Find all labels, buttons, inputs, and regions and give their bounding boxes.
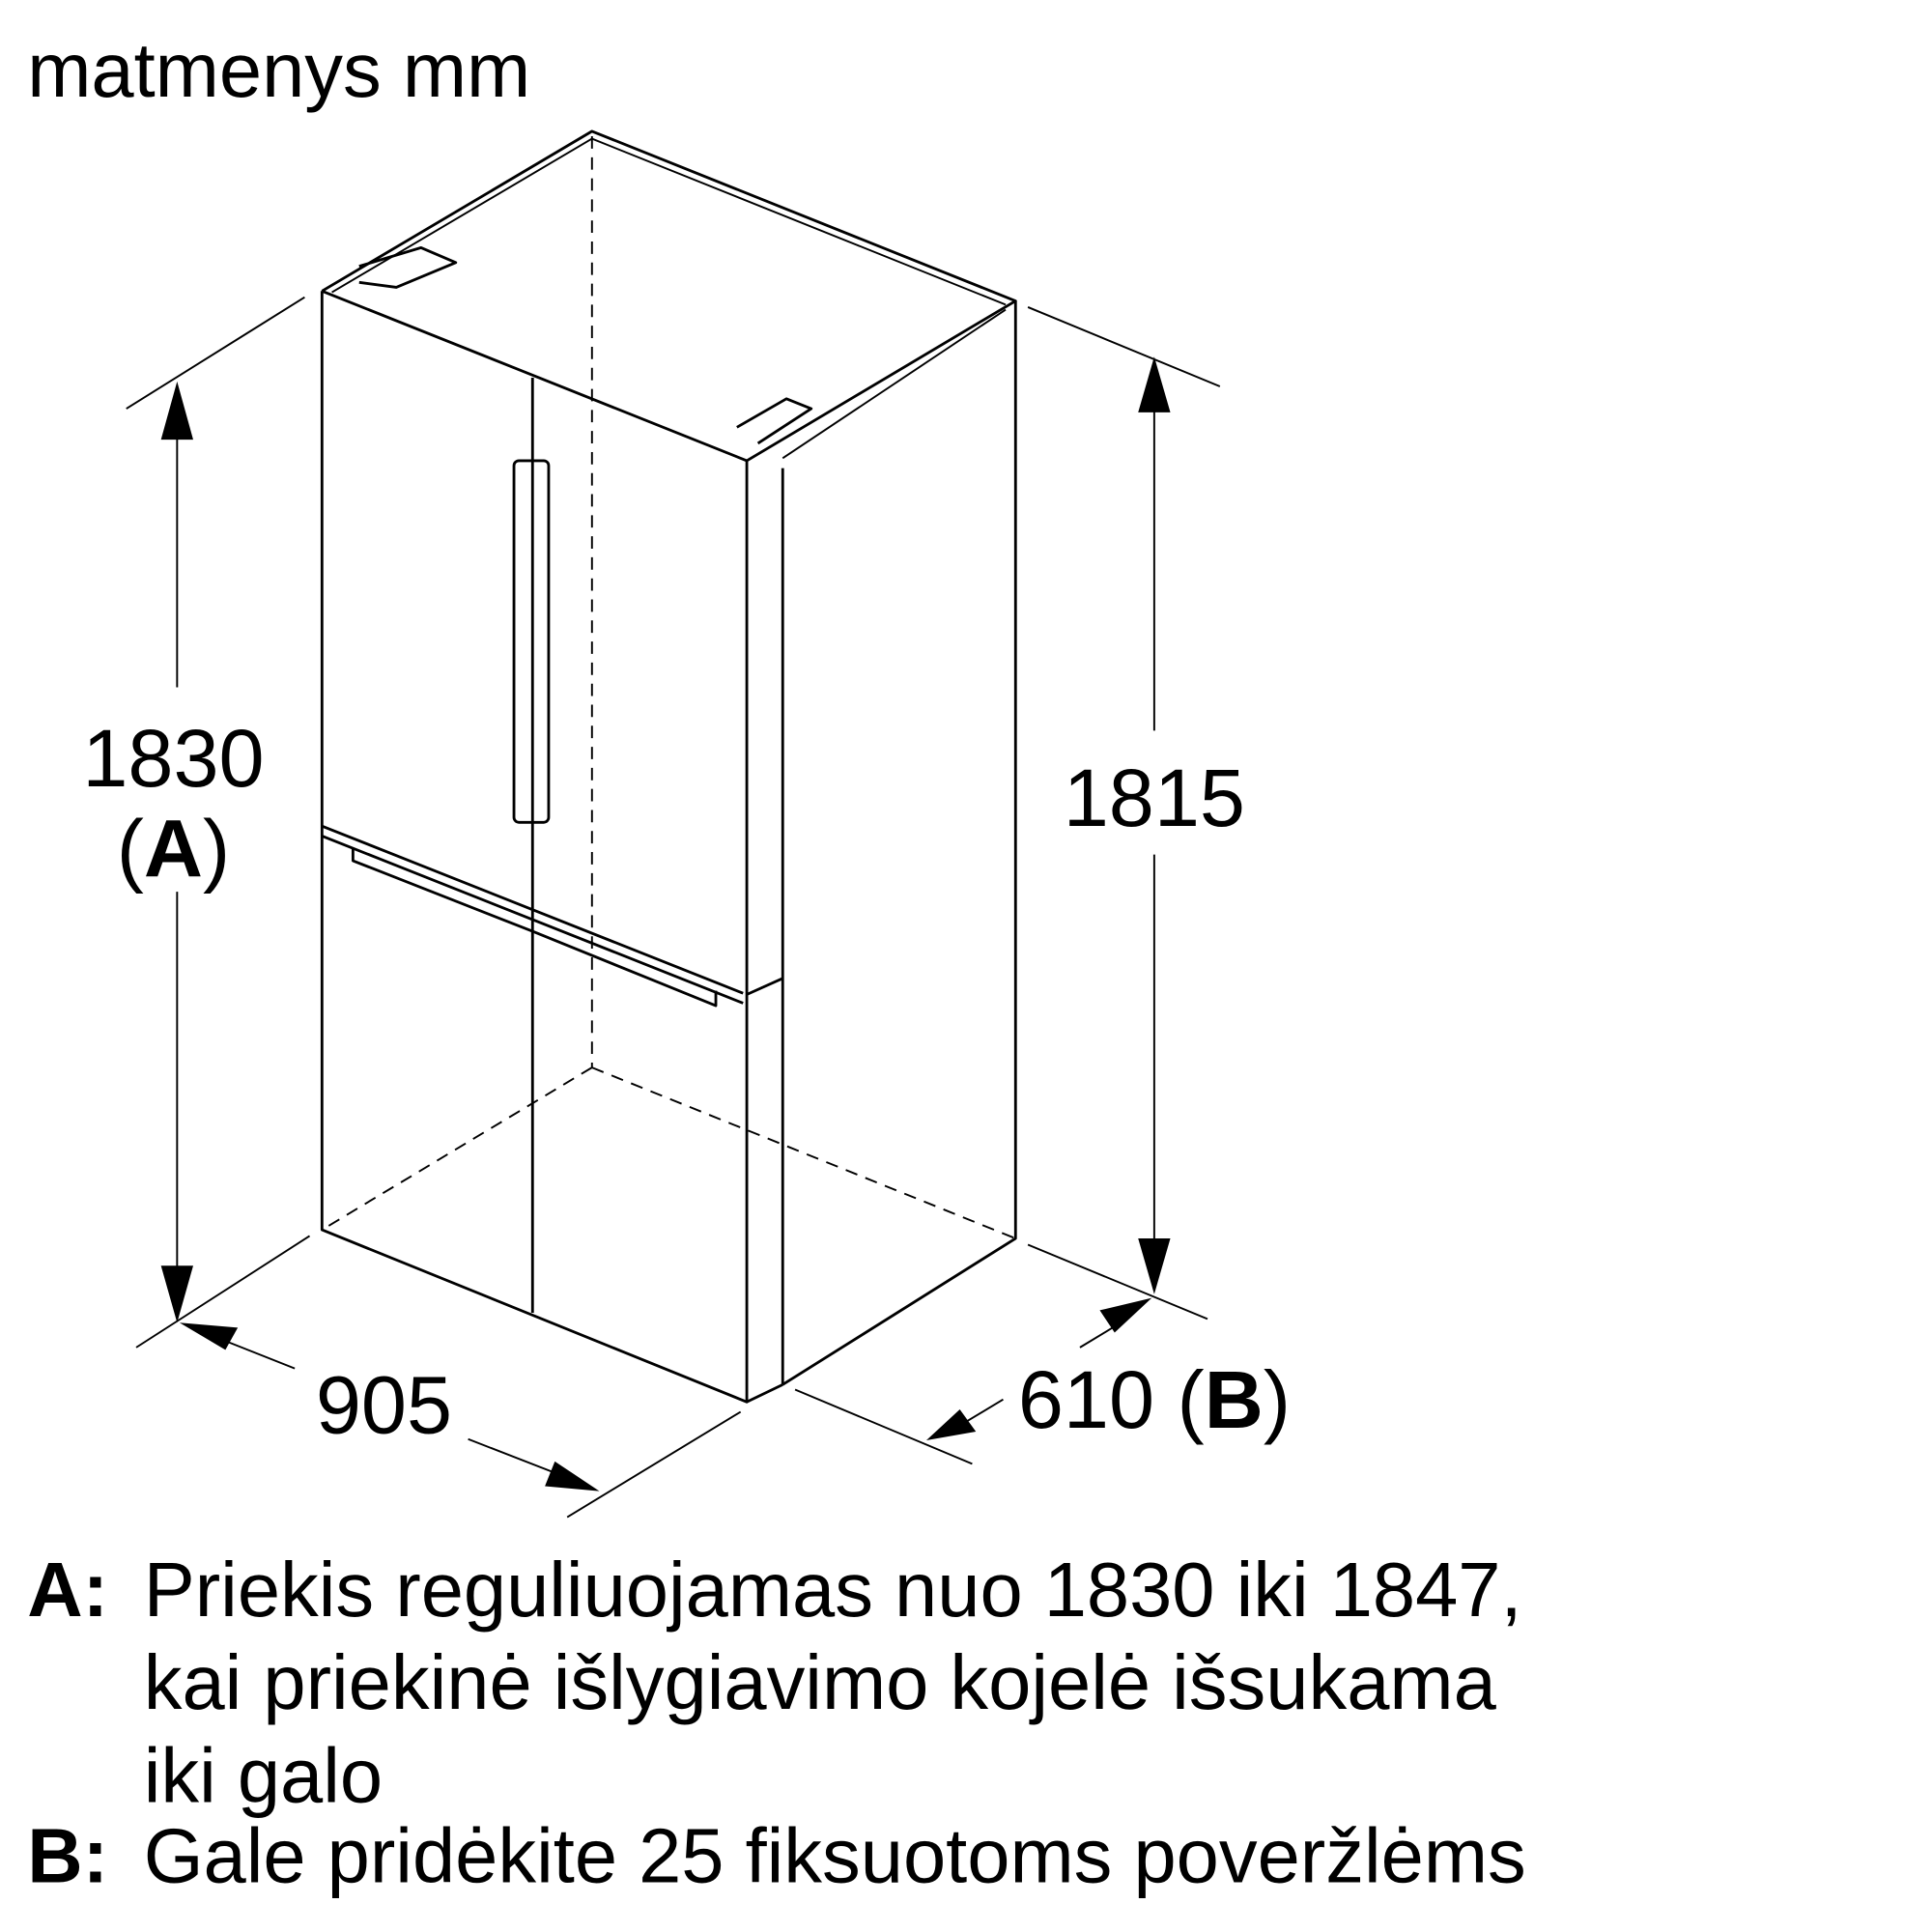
note-b-line: Gale pridėkite 25 fiksuotoms poveržlėms: [144, 1813, 1526, 1899]
height-front-tag-letter: A: [144, 803, 203, 895]
note-b-label: B:: [27, 1813, 108, 1899]
note-a-line: Priekis reguliuojamas nuo 1830 iki 1847,: [144, 1547, 1522, 1633]
drawing-title: matmenys mm: [27, 27, 530, 113]
depth-value: 610: [1018, 1353, 1154, 1445]
height-front-tag: (A): [117, 803, 230, 895]
height-front-value: 1830: [82, 712, 264, 804]
width-value: 905: [316, 1358, 452, 1450]
height-back-value: 1815: [1064, 752, 1245, 843]
depth-label: 610 (B): [1018, 1353, 1291, 1445]
fridge-outline: [320, 129, 1017, 1404]
dimension-lines: [126, 296, 1221, 1519]
note-a-line: kai priekinė išlygiavimo kojelė išsukama: [144, 1639, 1497, 1725]
note-a-label: A:: [27, 1547, 108, 1633]
depth-tag: B: [1205, 1353, 1264, 1445]
notes: A: Priekis reguliuojamas nuo 1830 iki 18…: [27, 1547, 1526, 1899]
note-a-line: iki galo: [144, 1732, 383, 1818]
